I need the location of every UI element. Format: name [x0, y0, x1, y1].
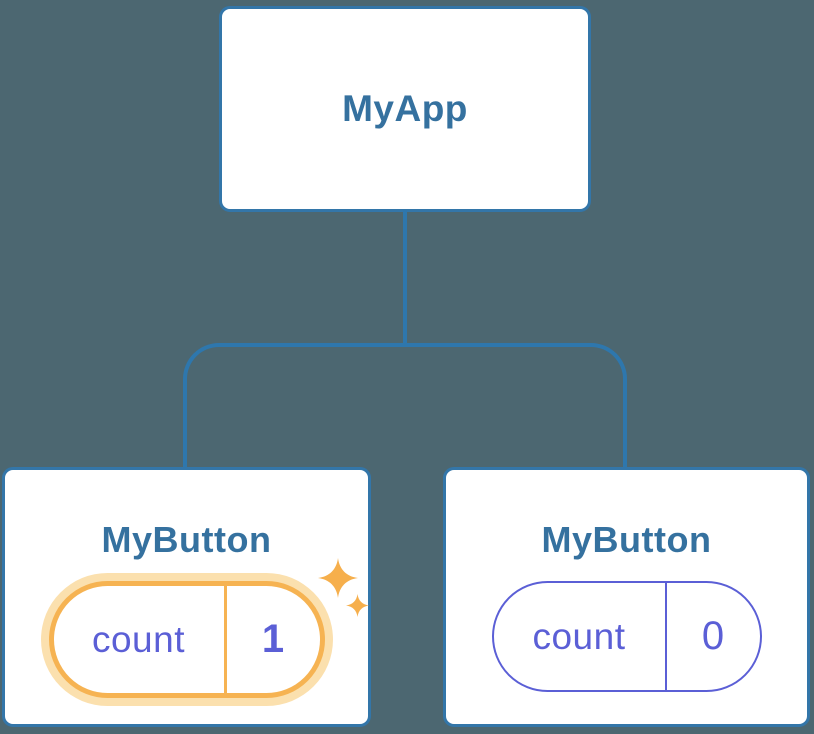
sparkle-icon-small: [346, 594, 369, 617]
state-pill: count 0: [491, 581, 762, 692]
node-label-mybutton-1: MyButton: [101, 519, 272, 560]
component-node-mybutton-1: MyButton count 1: [2, 467, 371, 727]
tree-connector-branch: [183, 343, 627, 467]
sparkle-icon-large: [318, 558, 358, 598]
node-label-mybutton-2: MyButton: [541, 519, 712, 560]
sparkle-icon-shape: [318, 558, 358, 598]
component-node-myapp: MyApp: [219, 6, 591, 212]
component-node-mybutton-2: MyButton count 0: [443, 467, 810, 727]
tree-connector-stem: [403, 210, 407, 345]
node-label-myapp: MyApp: [342, 88, 468, 129]
state-value: 0: [701, 614, 725, 658]
state-pill-highlighted: count 1: [48, 581, 325, 698]
state-value: 1: [261, 617, 285, 661]
state-key-label: count: [54, 586, 227, 693]
sparkle-icon-shape: [346, 594, 369, 617]
state-key-label: count: [494, 583, 667, 690]
